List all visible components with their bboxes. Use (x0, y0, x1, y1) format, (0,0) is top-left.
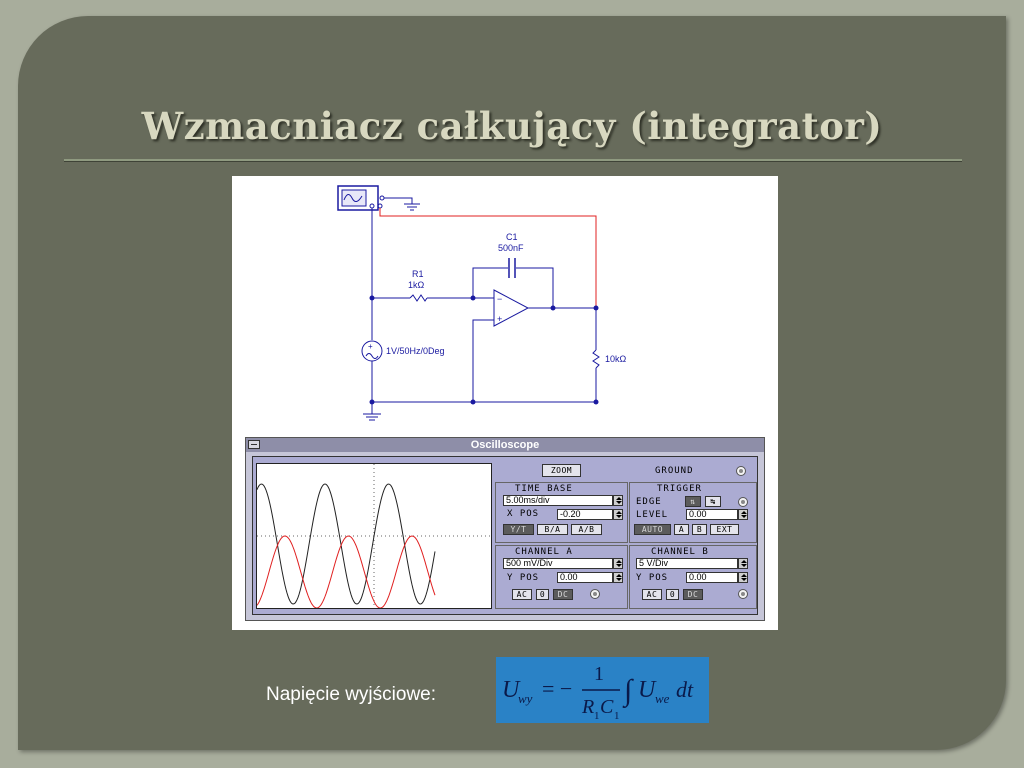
integrator-schematic: R1 1kΩ C1 500nF − + 10kΩ + 1V/50Hz/0Deg (337, 185, 627, 421)
formula-equals: = − (542, 676, 572, 701)
trigger-radio[interactable] (738, 497, 748, 507)
channel-a-radio[interactable] (590, 589, 600, 599)
channel-a-scale-spinner[interactable] (613, 558, 623, 569)
x-pos-spinner[interactable] (613, 509, 623, 520)
channel-a-heading: CHANNEL A (515, 547, 573, 557)
slide-title: Wzmacniacz całkujący (integrator) (141, 104, 883, 148)
load-resistor-label: 10kΩ (605, 354, 627, 364)
trigger-b-button[interactable]: B (692, 524, 707, 535)
oscilloscope-screen (256, 463, 492, 609)
channel-a-dc-button[interactable]: DC (553, 589, 573, 600)
channel-b-ypos-field[interactable]: 0.00 (686, 572, 738, 583)
formula-denominator-c: C (600, 696, 614, 718)
channel-b-radio[interactable] (738, 589, 748, 599)
formula-denominator-r-sub: 1 (594, 710, 600, 722)
formula-denominator-r: R (581, 696, 594, 718)
level-field[interactable]: 0.00 (686, 509, 738, 520)
channel-b-zero-button[interactable]: 0 (666, 589, 679, 600)
circuit-screenshot: R1 1kΩ C1 500nF − + 10kΩ + 1V/50Hz/0Deg (232, 176, 778, 630)
channel-b-ypos-label: Y POS (636, 573, 669, 583)
channel-b-ypos-spinner[interactable] (738, 572, 748, 583)
edge-rising-button[interactable]: ⇅ (685, 496, 701, 507)
formula-integral: ∫ (622, 674, 634, 709)
svg-text:+: + (497, 314, 502, 324)
zoom-button[interactable]: ZOOM (542, 464, 581, 477)
time-base-group (495, 482, 628, 543)
svg-text:−: − (497, 294, 502, 304)
time-base-spinner[interactable] (613, 495, 623, 506)
oscilloscope-instrument-icon (337, 185, 385, 211)
source-value-label: 1V/50Hz/0Deg (386, 346, 445, 356)
channel-a-ypos-field[interactable]: 0.00 (557, 572, 613, 583)
c1-value-label: 500nF (498, 243, 524, 253)
title-divider (64, 159, 962, 162)
x-pos-label: X POS (507, 509, 540, 519)
oscilloscope-traces (256, 464, 491, 609)
channel-b-scale-spinner[interactable] (738, 558, 748, 569)
formula-denominator-c-sub: 1 (614, 710, 620, 722)
formula-lhs: U (502, 677, 521, 703)
system-menu-icon[interactable] (248, 440, 260, 449)
channel-a-scale-field[interactable]: 500 mV/Div (503, 558, 613, 569)
oscilloscope-title: Oscilloscope (470, 439, 540, 451)
r1-name-label: R1 (412, 269, 424, 279)
level-label: LEVEL (636, 510, 669, 520)
oscilloscope-panel: ZOOM GROUND TIME BASE 5.00ms/div X POS -… (252, 456, 758, 615)
output-voltage-caption: Napięcie wyjściowe: (266, 684, 437, 705)
edge-label: EDGE (636, 497, 662, 507)
trigger-a-button[interactable]: A (674, 524, 689, 535)
trigger-group (629, 482, 757, 543)
formula-lhs-sub: wy (518, 691, 533, 706)
channel-a-trace (256, 483, 436, 605)
formula-integrand: U (638, 677, 657, 703)
channel-b-group (629, 545, 757, 609)
op-amp-symbol: − + (472, 289, 530, 402)
channel-b-ac-button[interactable]: AC (642, 589, 662, 600)
ground-label: GROUND (655, 466, 694, 476)
r1-value-label: 1kΩ (408, 280, 425, 290)
trigger-auto-button[interactable]: AUTO (634, 524, 671, 535)
oscilloscope-title-bar[interactable]: Oscilloscope (246, 438, 764, 452)
level-spinner[interactable] (738, 509, 748, 520)
formula-integrand-sub: we (655, 691, 670, 706)
mode-ba-button[interactable]: B/A (537, 524, 568, 535)
svg-text:+: + (368, 342, 373, 351)
ground-radio[interactable] (736, 466, 746, 476)
channel-a-ypos-spinner[interactable] (613, 572, 623, 583)
edge-falling-button[interactable]: ↹ (705, 496, 721, 507)
channel-a-zero-button[interactable]: 0 (536, 589, 549, 600)
channel-a-ypos-label: Y POS (507, 573, 540, 583)
trigger-ext-button[interactable]: EXT (710, 524, 739, 535)
oscilloscope-window: Oscilloscope ZOOM GROUND TIME BASE 5.00m… (245, 437, 765, 621)
c1-name-label: C1 (506, 232, 518, 242)
mode-ab-button[interactable]: A/B (571, 524, 602, 535)
integrator-formula: U wy = − 1 R 1 C 1 ∫ U we dt (496, 657, 709, 723)
channel-b-dc-button[interactable]: DC (683, 589, 703, 600)
channel-b-trace (256, 535, 436, 609)
channel-b-scale-field[interactable]: 5 V/Div (636, 558, 738, 569)
x-pos-field[interactable]: -0.20 (557, 509, 613, 520)
trigger-heading: TRIGGER (657, 484, 702, 494)
time-base-heading: TIME BASE (515, 484, 573, 494)
formula-differential: dt (676, 677, 694, 702)
channel-a-ac-button[interactable]: AC (512, 589, 532, 600)
channel-b-heading: CHANNEL B (651, 547, 709, 557)
channel-a-group (495, 545, 628, 609)
time-base-field[interactable]: 5.00ms/div (503, 495, 613, 506)
mode-yt-button[interactable]: Y/T (503, 524, 534, 535)
formula-numerator: 1 (594, 663, 604, 685)
